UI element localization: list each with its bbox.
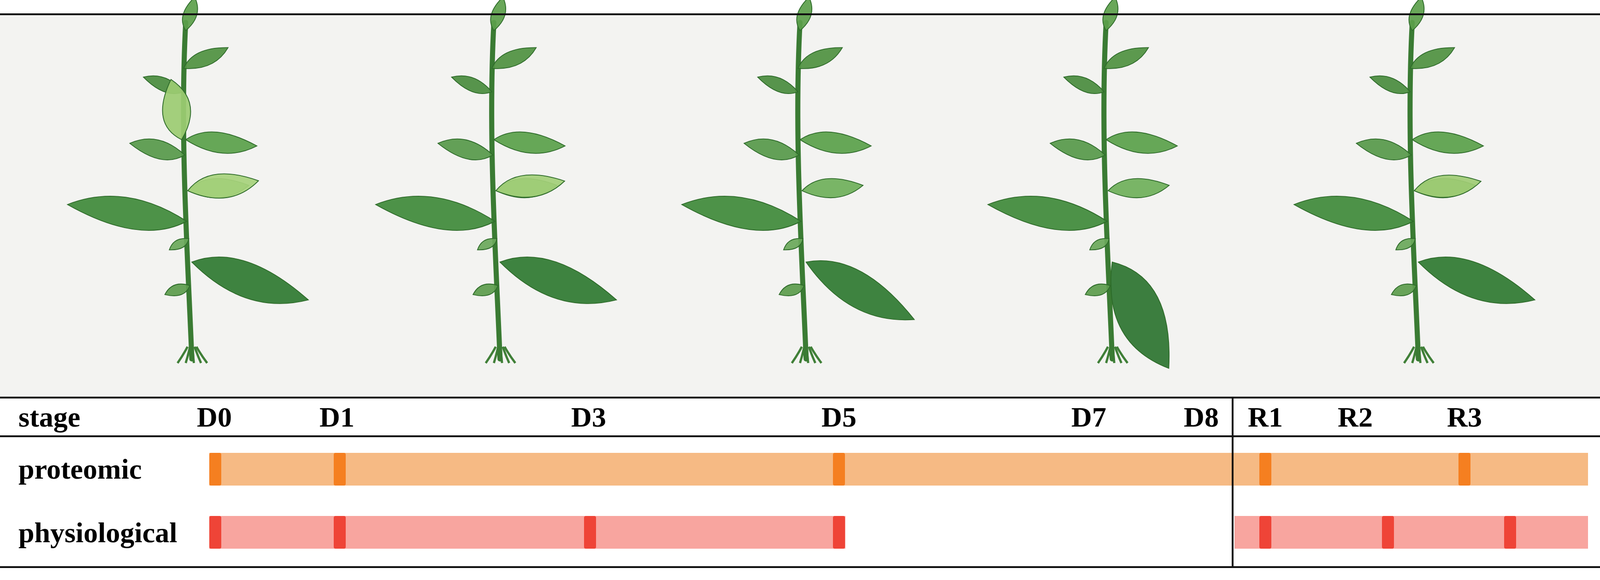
plant-leaf — [777, 280, 806, 301]
root-stroke — [810, 347, 822, 364]
plant-leaf — [471, 280, 500, 301]
plant-leaf — [487, 0, 510, 33]
physiological-bar — [1234, 516, 1589, 550]
sampling-marker — [1504, 516, 1517, 550]
plant-leaf — [1048, 134, 1107, 165]
root-stroke — [1116, 347, 1128, 364]
plant-drawing — [373, 0, 622, 364]
plant-leaf — [1100, 40, 1152, 76]
plant-leaf — [166, 234, 191, 254]
table-rule — [1231, 397, 1234, 568]
plant-leaf — [781, 234, 806, 254]
plant-leaf — [436, 134, 495, 165]
plant-drawing — [679, 0, 923, 364]
sampling-marker — [1381, 516, 1394, 550]
sampling-marker — [209, 453, 222, 486]
table-rule — [0, 396, 1600, 399]
stage-label: R2 — [1337, 402, 1373, 432]
plant-leaf — [1412, 170, 1483, 203]
plant-leaf — [127, 134, 187, 165]
table-rule — [0, 435, 1600, 438]
plant-leaf — [1105, 129, 1179, 157]
sampling-marker — [832, 453, 845, 486]
plant-leaf — [1411, 129, 1485, 157]
table-rule — [0, 566, 1600, 569]
plant-drawing — [985, 0, 1190, 380]
plant-leaf — [985, 189, 1110, 237]
plant-leaf — [1393, 234, 1418, 254]
root-stroke — [504, 347, 516, 364]
plant-leaf — [186, 168, 261, 203]
plant-leaf — [679, 189, 803, 237]
plant-leaf — [494, 170, 567, 202]
sampling-marker — [584, 516, 597, 550]
plant-drawing — [1292, 0, 1541, 364]
root-stroke — [1422, 347, 1434, 364]
stage-label: D0 — [196, 402, 232, 432]
sampling-marker — [209, 516, 222, 550]
plant-leaf — [1389, 280, 1418, 301]
plant-leaf — [1406, 40, 1458, 76]
plant-leaf — [755, 70, 801, 99]
stage-label: D8 — [1183, 402, 1219, 432]
stage-label: R1 — [1247, 402, 1283, 432]
sampling-marker — [1458, 453, 1471, 486]
row-heading: physiological — [18, 518, 178, 548]
stage-label: D1 — [319, 402, 355, 432]
plant-leaf — [1292, 189, 1416, 237]
plant-leaf — [494, 245, 622, 317]
plant-leaf — [449, 70, 495, 99]
root-stroke — [196, 347, 207, 364]
plant-leaf — [742, 134, 801, 165]
plant-leaf — [1087, 234, 1112, 254]
proteomic-bar — [209, 453, 1589, 486]
plant-leaf — [492, 129, 566, 157]
plant-leaf — [1405, 0, 1428, 33]
row-heading: proteomic — [18, 454, 142, 484]
table-rule — [0, 13, 1600, 16]
row-heading: stage — [18, 402, 81, 432]
plant-leaf — [1367, 70, 1413, 99]
plant-leaf — [1099, 0, 1122, 33]
stage-label: D3 — [571, 402, 607, 432]
physiological-bar — [209, 516, 846, 550]
plant-leaf — [65, 189, 189, 237]
plant-drawing — [65, 0, 314, 364]
plant-leaf — [1083, 280, 1112, 301]
plant-leaf — [794, 40, 846, 76]
stage-label: D7 — [1071, 402, 1107, 432]
sampling-marker — [1259, 516, 1272, 550]
stage-label: D5 — [821, 402, 857, 432]
plant-leaf — [180, 40, 231, 76]
plant-leaf — [1412, 245, 1541, 317]
plant-leaf — [184, 129, 258, 157]
plant-leaf — [179, 0, 201, 33]
plant-leaf — [373, 189, 497, 237]
illustration-ground — [0, 14, 1600, 398]
sampling-marker — [333, 516, 346, 550]
plant-leaf — [475, 234, 500, 254]
plant-leaf — [1061, 70, 1107, 99]
sampling-marker — [832, 516, 845, 550]
plant-leaf — [488, 40, 540, 76]
sampling-marker — [333, 453, 346, 486]
plant-leaf — [799, 129, 873, 157]
plant-leaf — [1354, 134, 1413, 165]
sampling-marker — [1259, 453, 1272, 486]
plant-leaf — [1107, 175, 1170, 201]
plant-leaf — [186, 245, 314, 317]
plant-leaf — [801, 175, 864, 201]
stage-label: R3 — [1446, 402, 1482, 432]
plant-leaf — [793, 0, 816, 33]
plant-leaf — [1091, 251, 1190, 380]
plant-leaf — [162, 280, 192, 301]
plant-leaf — [797, 247, 923, 336]
plant-leaf — [156, 76, 196, 143]
